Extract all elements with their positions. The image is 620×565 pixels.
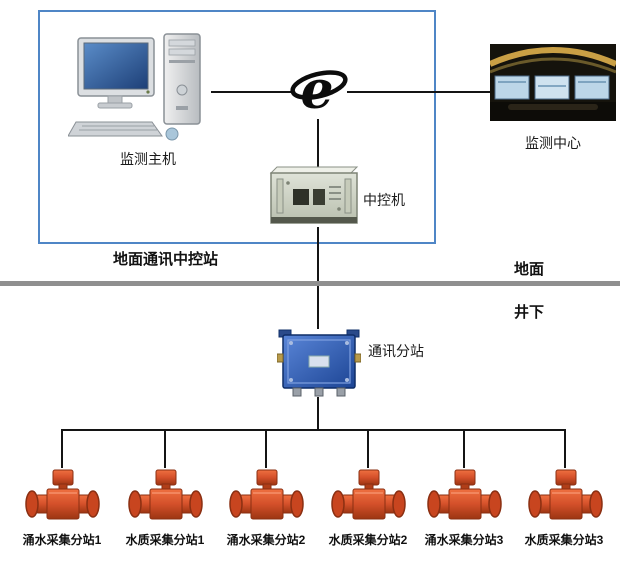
line-host-internet	[211, 91, 291, 93]
line-internet-server	[317, 119, 319, 167]
flow-sensor-icon-1	[23, 467, 101, 525]
rack-server-icon	[263, 165, 359, 228]
monitoring-center-image	[490, 44, 616, 121]
flow-sensor-icon-4	[329, 467, 407, 525]
line-substation-bus	[317, 397, 319, 431]
host-label: 监测主机	[120, 151, 176, 167]
drop-line-3	[265, 430, 267, 468]
drop-line-1	[61, 430, 63, 468]
control-machine-label: 中控机	[363, 192, 405, 208]
device-label-3: 涌水采集分站2	[226, 533, 306, 547]
substation-label: 通讯分站	[368, 343, 424, 359]
drop-line-2	[164, 430, 166, 468]
device-label-6: 水质采集分站3	[524, 533, 604, 547]
computer-icon	[68, 30, 213, 148]
line-internet-center	[347, 91, 490, 93]
flow-sensor-icon-3	[227, 467, 305, 525]
internet-icon: e	[290, 61, 348, 121]
line-server-substation	[317, 227, 319, 329]
flow-sensor-icon-2	[126, 467, 204, 525]
device-label-4: 水质采集分站2	[328, 533, 408, 547]
device-label-2: 水质采集分站1	[125, 533, 205, 547]
bus-line	[61, 429, 566, 431]
surface-divider	[0, 281, 620, 286]
flow-sensor-icon-5	[425, 467, 503, 525]
svg-text:e: e	[300, 61, 333, 121]
center-label: 监测中心	[525, 135, 581, 151]
surface-label: 地面	[514, 261, 545, 278]
device-label-1: 涌水采集分站1	[22, 533, 102, 547]
ground-station-label: 地面通讯中控站	[113, 251, 219, 268]
device-label-5: 涌水采集分站3	[424, 533, 504, 547]
underground-label: 井下	[514, 304, 545, 321]
drop-line-4	[367, 430, 369, 468]
drop-line-5	[463, 430, 465, 468]
ground-station-frame	[38, 10, 436, 244]
junction-box-icon	[277, 328, 361, 398]
drop-line-6	[564, 430, 566, 468]
flow-sensor-icon-6	[526, 467, 604, 525]
